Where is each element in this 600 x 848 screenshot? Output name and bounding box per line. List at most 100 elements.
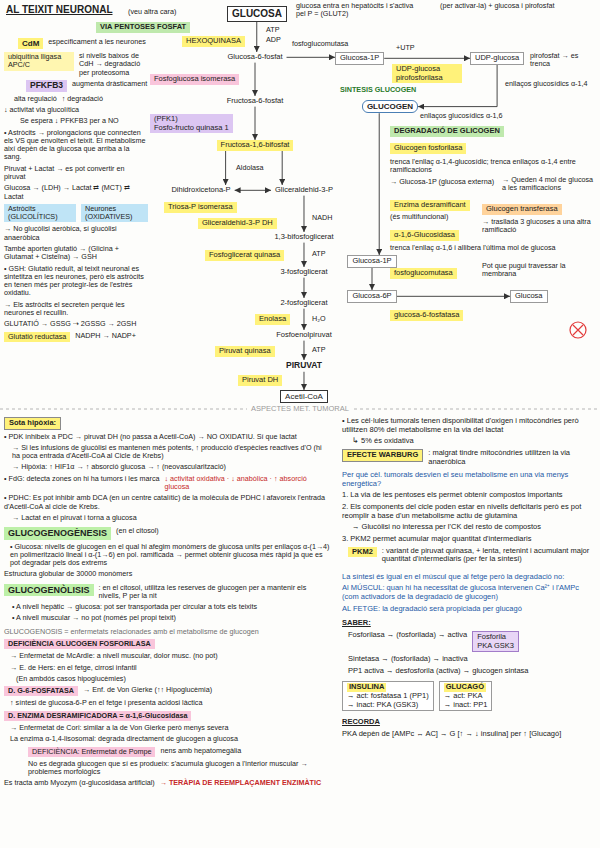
- cofactor-label: ATP: [266, 26, 279, 34]
- note-text: → Lactat en el piruvat i torna a glucosa: [12, 514, 137, 522]
- hormone-box: GLUCAGÓ→ act: PKA→ inact: PP1: [439, 681, 493, 711]
- note-text: : en el citosol, utilitza les reserves d…: [99, 584, 330, 601]
- reaction-arrow: [255, 107, 256, 140]
- node-title: GLUCOGENÒLISIS: [8, 585, 90, 595]
- enzyme-highlight: Fosfoglicerat quinasa: [205, 250, 284, 261]
- note-text: ↓ activitat oxidativa · ↓ anabòlica · ↑ …: [165, 475, 330, 492]
- node-title: Neurones (OXIDATIVES): [85, 205, 144, 222]
- note-text: • Astròcits → prolongacions que connecte…: [4, 129, 148, 162]
- reaction-arrow: [303, 309, 304, 330]
- node-title: 2-fosfoglicerat: [280, 299, 327, 308]
- node-title: Glucosa-1P: [352, 257, 391, 266]
- note-text: → Enf. de Von Gierke (↑↑ Hipoglucèmia): [83, 686, 212, 694]
- metabolite: Fructosa-6-fosfat: [223, 96, 288, 107]
- reaction-arrow: [235, 190, 271, 191]
- note-text: enllaços glucosídics α-1,6: [420, 112, 502, 120]
- cofactor-label: NADH: [312, 214, 332, 222]
- enzyme-highlight: α-1,6-Glucosidasa: [390, 230, 459, 241]
- node-title: Fosfoglicerat quinasa: [209, 251, 280, 260]
- metabolite: 1,3-bifosfoglicerat: [270, 232, 337, 243]
- note-text: • A nivell hepàtic → glucosa: pot ser tr…: [12, 603, 257, 611]
- enzyme-highlight: Triosa-P isomerasa: [164, 202, 237, 213]
- enzyme-highlight: (PFK1)Fosfo-fructo quinasa 1: [150, 114, 233, 133]
- page-title: AL TEIXIT NEURONAL: [6, 4, 112, 16]
- note-text: → Glucòlisi no interessa per l'CK del re…: [352, 523, 541, 532]
- enzyme-highlight: fosfoglucomutasa: [390, 268, 457, 279]
- note-text: • PDHC: Es pot inhibir amb DCA (en un ce…: [4, 494, 330, 511]
- metabolite: 3-fosfoglicerat: [276, 267, 331, 278]
- note-text: Pot que pugui travessar la membrana: [482, 262, 596, 279]
- note-text: • PDK inhibeix a PDC → piruvat DH (no pa…: [4, 433, 297, 441]
- metabolite-box: GLUCOSA: [227, 6, 287, 22]
- metabolite-box: Glucosa-1P: [335, 52, 384, 65]
- node-title: UDP-glucosa: [475, 54, 519, 63]
- cell-type-box: Astròcits (GLICOLÍTICS): [4, 204, 76, 223]
- note-text: GLUTATIÓ → GSSG ⇢ 2GSSG → 2GSH: [4, 320, 136, 328]
- metabolite: Fosfoenolpiruvat: [272, 330, 335, 341]
- section-label: SINTESIS GLUCOGEN: [340, 86, 416, 94]
- node-title: (PFK1): [154, 115, 229, 124]
- note-text: La síntesi és igual en el múscul que al …: [342, 573, 564, 582]
- note-text: PKA depèn de [AMPc ↔ AC] → G [↑ → ↓ insu…: [342, 730, 561, 739]
- note-text: → Els astròcits el secreten perquè les n…: [4, 301, 148, 318]
- reaction-arrow: [303, 372, 304, 390]
- note-text: Se espera ↓ PFKFB3 per a NO: [20, 117, 119, 125]
- note-text: Glucosa → (LDH) → Lactat ⇄ (MCT) ⇄ Lacta…: [4, 184, 148, 201]
- section-tag: Sota hipòxia:: [4, 417, 61, 430]
- reaction-arrow: [384, 58, 470, 59]
- enzyme-highlight: Piruvat DH: [238, 375, 282, 386]
- node-title: Astròcits (GLICOLÍTICS): [8, 205, 72, 222]
- enzyme-highlight: Enzima desramificant: [390, 200, 470, 211]
- note-text: ↑ síntesi de glucosa-6-P en el fetge i p…: [10, 699, 202, 707]
- reaction-arrow: [397, 296, 510, 297]
- note-text: → Enfermetat de McArdle: a nivell muscul…: [10, 652, 218, 660]
- node-text: → act: PKA: [444, 692, 488, 701]
- note-text: → Enfermetat de Cori: similar a la de Vo…: [10, 724, 229, 732]
- cross-mark: [570, 322, 586, 338]
- cofactor-label: ADP: [266, 36, 281, 44]
- node-title: D. ENZIMA DESRAMIFICADORA = α-1,6-Glucos…: [8, 712, 187, 720]
- metabolite-box: Acetil-CoA: [280, 390, 328, 403]
- reaction-arrow: [303, 196, 304, 232]
- cofactor-label: H₂O: [312, 315, 326, 323]
- reaction-arrow: [372, 268, 373, 290]
- node-title: DEFICIÈNCIA GLUCOGEN FOSFORILASA: [8, 640, 151, 648]
- metabolite: 2-fosfoglicerat: [276, 298, 331, 309]
- reaction-arrow: [256, 22, 257, 53]
- note-text: nens amb hepatomegàlia: [160, 747, 241, 755]
- concept-box: EFECTE WARBURG: [342, 449, 423, 462]
- note-text: 2. Els components del cicle poden estar …: [342, 503, 596, 520]
- disease-highlight: DEFICIÈNCIA GLUCOGEN FOSFORILASA: [4, 639, 155, 649]
- note-text: La enzima α-1,4-lisosomal: degrada direc…: [10, 735, 238, 743]
- note-text: si nivells baixos de CdH → degradació pe…: [79, 52, 148, 77]
- enzyme-highlight: UDP-glucosa pirofosforilasa: [392, 64, 462, 83]
- note-text: → E. de Hers: en el fetge, cirrosi infan…: [10, 664, 137, 672]
- metabolite-box: Glucosa-1P: [347, 255, 396, 268]
- node-title: Dihidroxicetona-P: [171, 186, 230, 195]
- node-title: DEGRADACIÓ DE GLICOGEN: [394, 127, 500, 136]
- note-text: enllaços glucosídics α-1,4: [505, 80, 587, 88]
- node-text: PKA GSK3: [477, 642, 514, 651]
- node-title: glucosa-6-fosfatasa: [394, 311, 459, 320]
- note-text: → trasllada 3 glucoses a una altra ramif…: [482, 218, 596, 235]
- reaction-arrow: [287, 57, 335, 58]
- node-title: Fructosa-1,6-bifosfat: [221, 141, 290, 150]
- enzyme-highlight: Fosfoglucosa isomerasa: [150, 74, 239, 85]
- metabolite: PIRUVAT: [282, 360, 326, 372]
- note-heading: SABER:: [342, 619, 371, 628]
- node-text: → act: fosfatasa 1 (PP1): [347, 692, 429, 701]
- node-title: Enzima desramificant: [394, 201, 466, 210]
- note-text: trenca l'enllaç α-1,6 i allibera l'últim…: [390, 244, 556, 252]
- section-band: DEGRADACIÓ DE GLICOGEN: [390, 126, 504, 137]
- node-text: → inact: PKA (GSK3): [347, 701, 429, 710]
- node-title: Glutatió reductasa: [8, 333, 66, 341]
- kinase-box: FosforilaPKA GSK3: [472, 631, 519, 652]
- note-text: Fosforilasa → (fosforilada) → activa: [348, 631, 467, 640]
- metabolite-box: GLUCOGEN: [362, 100, 418, 113]
- note-text: AL FETGE: la degradació serà propiciada …: [342, 605, 522, 614]
- node-title: Glucosa: [515, 292, 543, 301]
- note-text: ↳ 5% és oxidativa: [352, 437, 414, 446]
- note-text: → Hipòxia: ↑ HIF1α → ↑ absorció glucosa …: [12, 463, 226, 471]
- heading-band: GLUCOGENOGÈNESIS: [4, 527, 111, 539]
- note-text: 3. PKM2 permet acumular major quantitat …: [342, 535, 531, 544]
